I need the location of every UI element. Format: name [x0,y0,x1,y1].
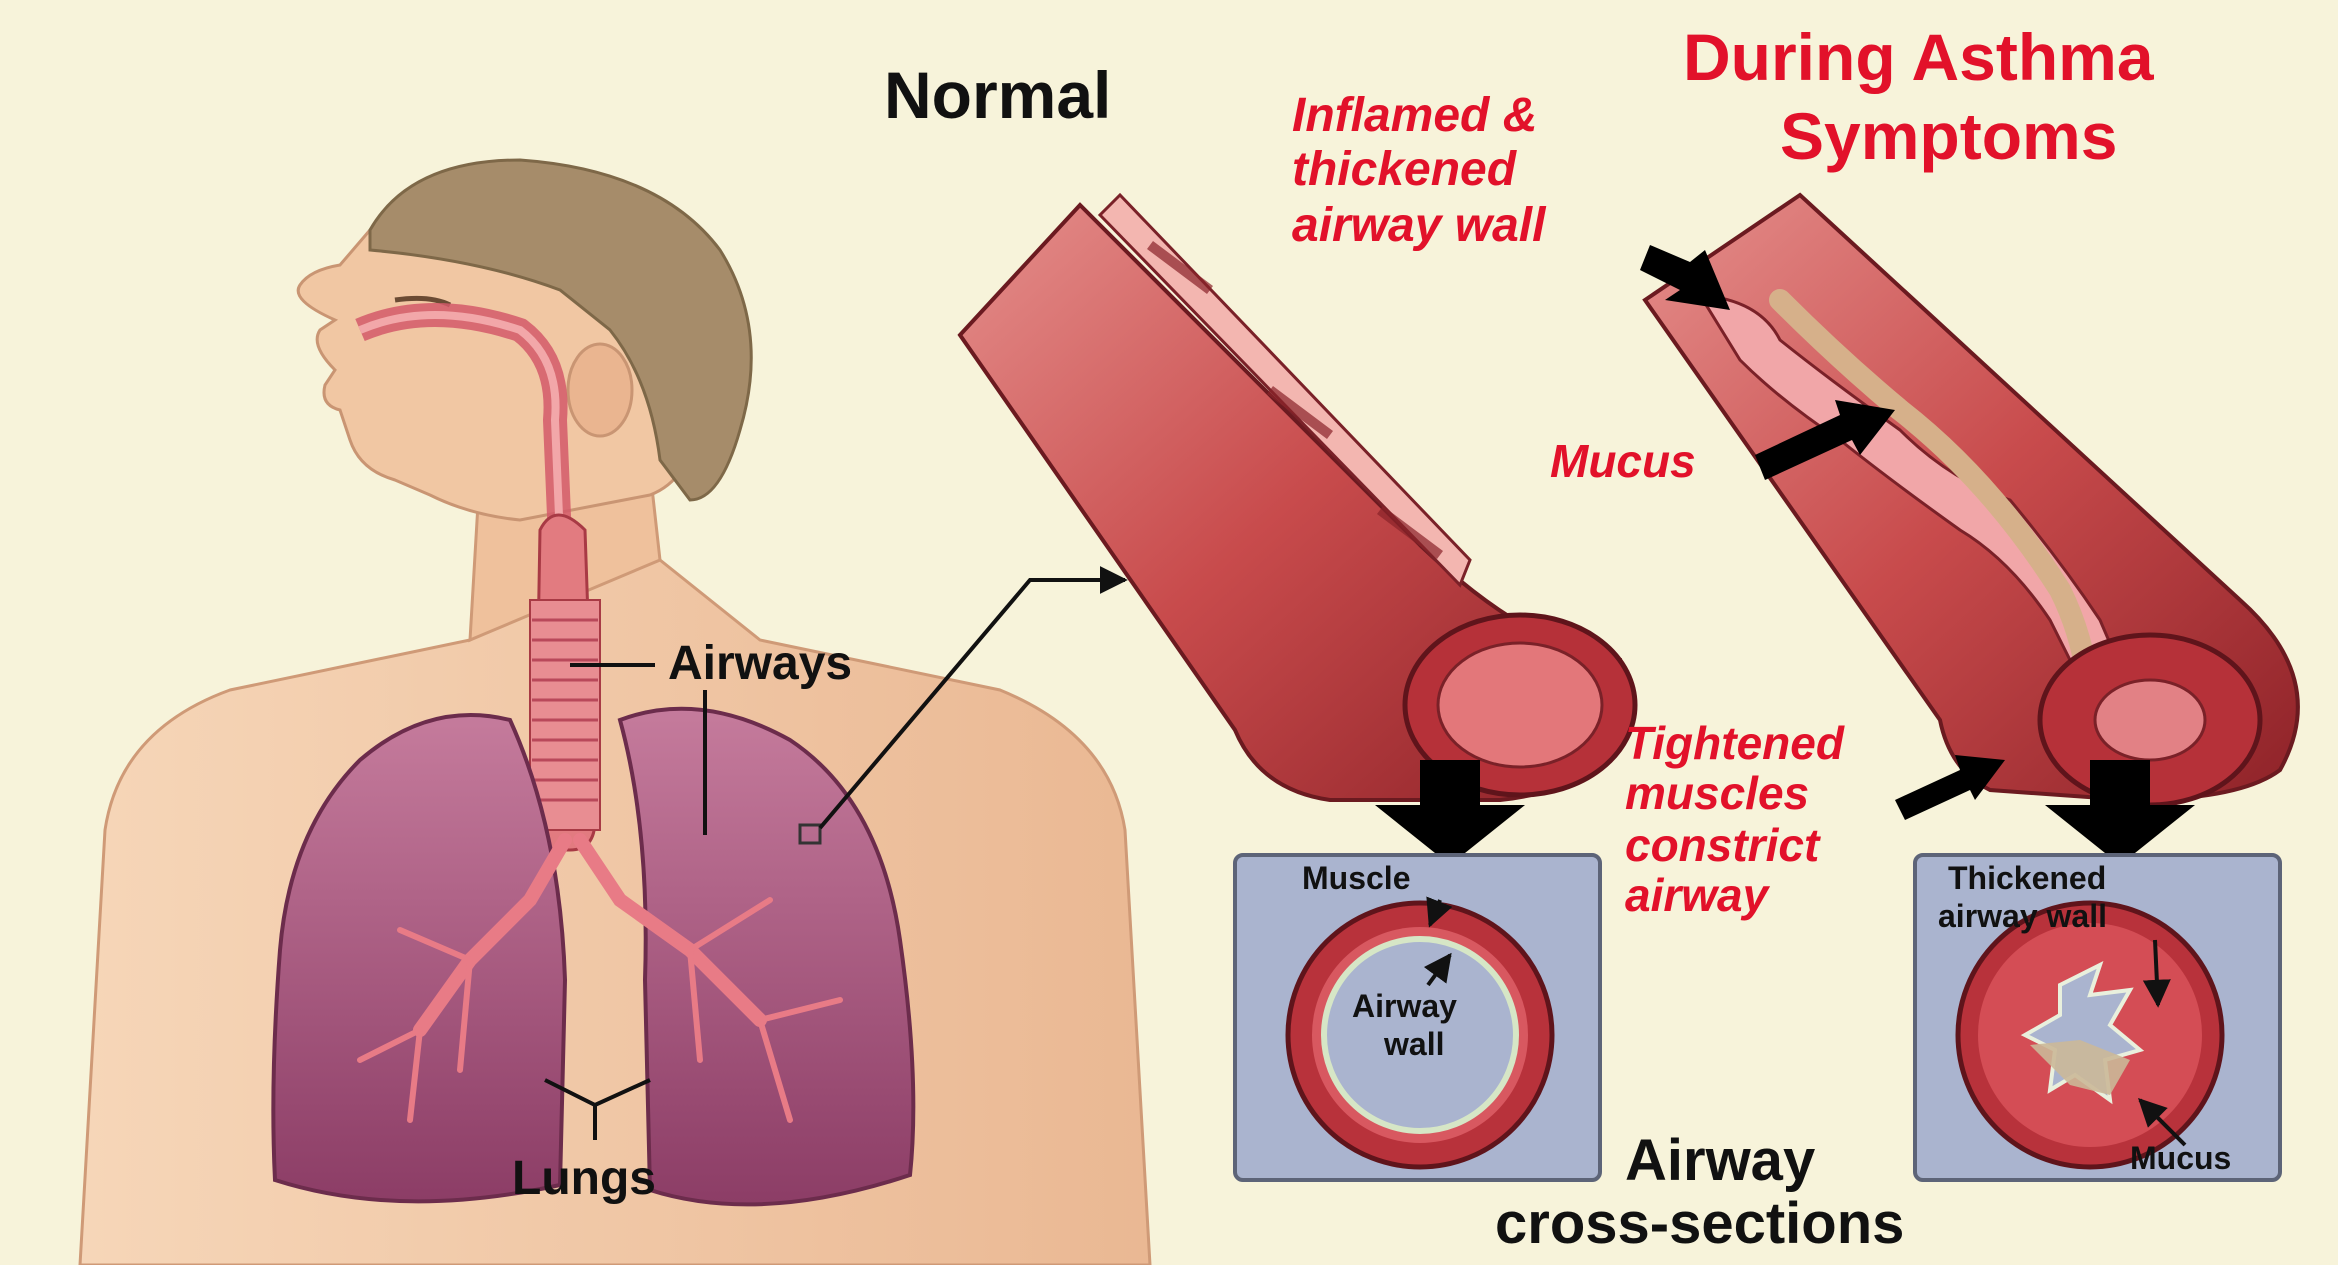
thickened-wall-label-line1: Thickened [1948,862,2106,894]
ear [568,344,632,436]
airway-wall-label-line1: Airway [1352,990,1457,1022]
normal-airway-tube [960,195,1635,800]
muscle-label: Muscle [1302,862,1410,894]
asthma-title-line1: During Asthma [1683,24,2154,90]
airways-label: Airways [668,640,852,688]
normal-title: Normal [884,62,1111,128]
cross-section-mucus-label: Mucus [2130,1142,2231,1174]
tightened-label-line2: muscles [1625,770,1809,816]
inflamed-label-line3: airway wall [1292,202,1545,250]
mucus-label: Mucus [1550,438,1696,484]
footer-line1: Airway [1625,1132,1815,1190]
airway-wall-label-line2: wall [1384,1028,1444,1060]
lungs-label: Lungs [512,1155,656,1203]
tightened-label-line3: constrict [1625,822,1819,868]
thickened-wall-label-line2: airway wall [1938,900,2107,932]
inflamed-label-line1: Inflamed & [1292,92,1537,140]
footer-line2: cross-sections [1495,1195,1904,1253]
tightened-label-line1: Tightened [1625,720,1844,766]
tightened-label-line4: airway [1625,872,1768,918]
asthma-airway-tube [1645,195,2298,805]
asthma-title-line2: Symptoms [1780,103,2117,169]
inflamed-label-line2: thickened [1292,146,1516,194]
